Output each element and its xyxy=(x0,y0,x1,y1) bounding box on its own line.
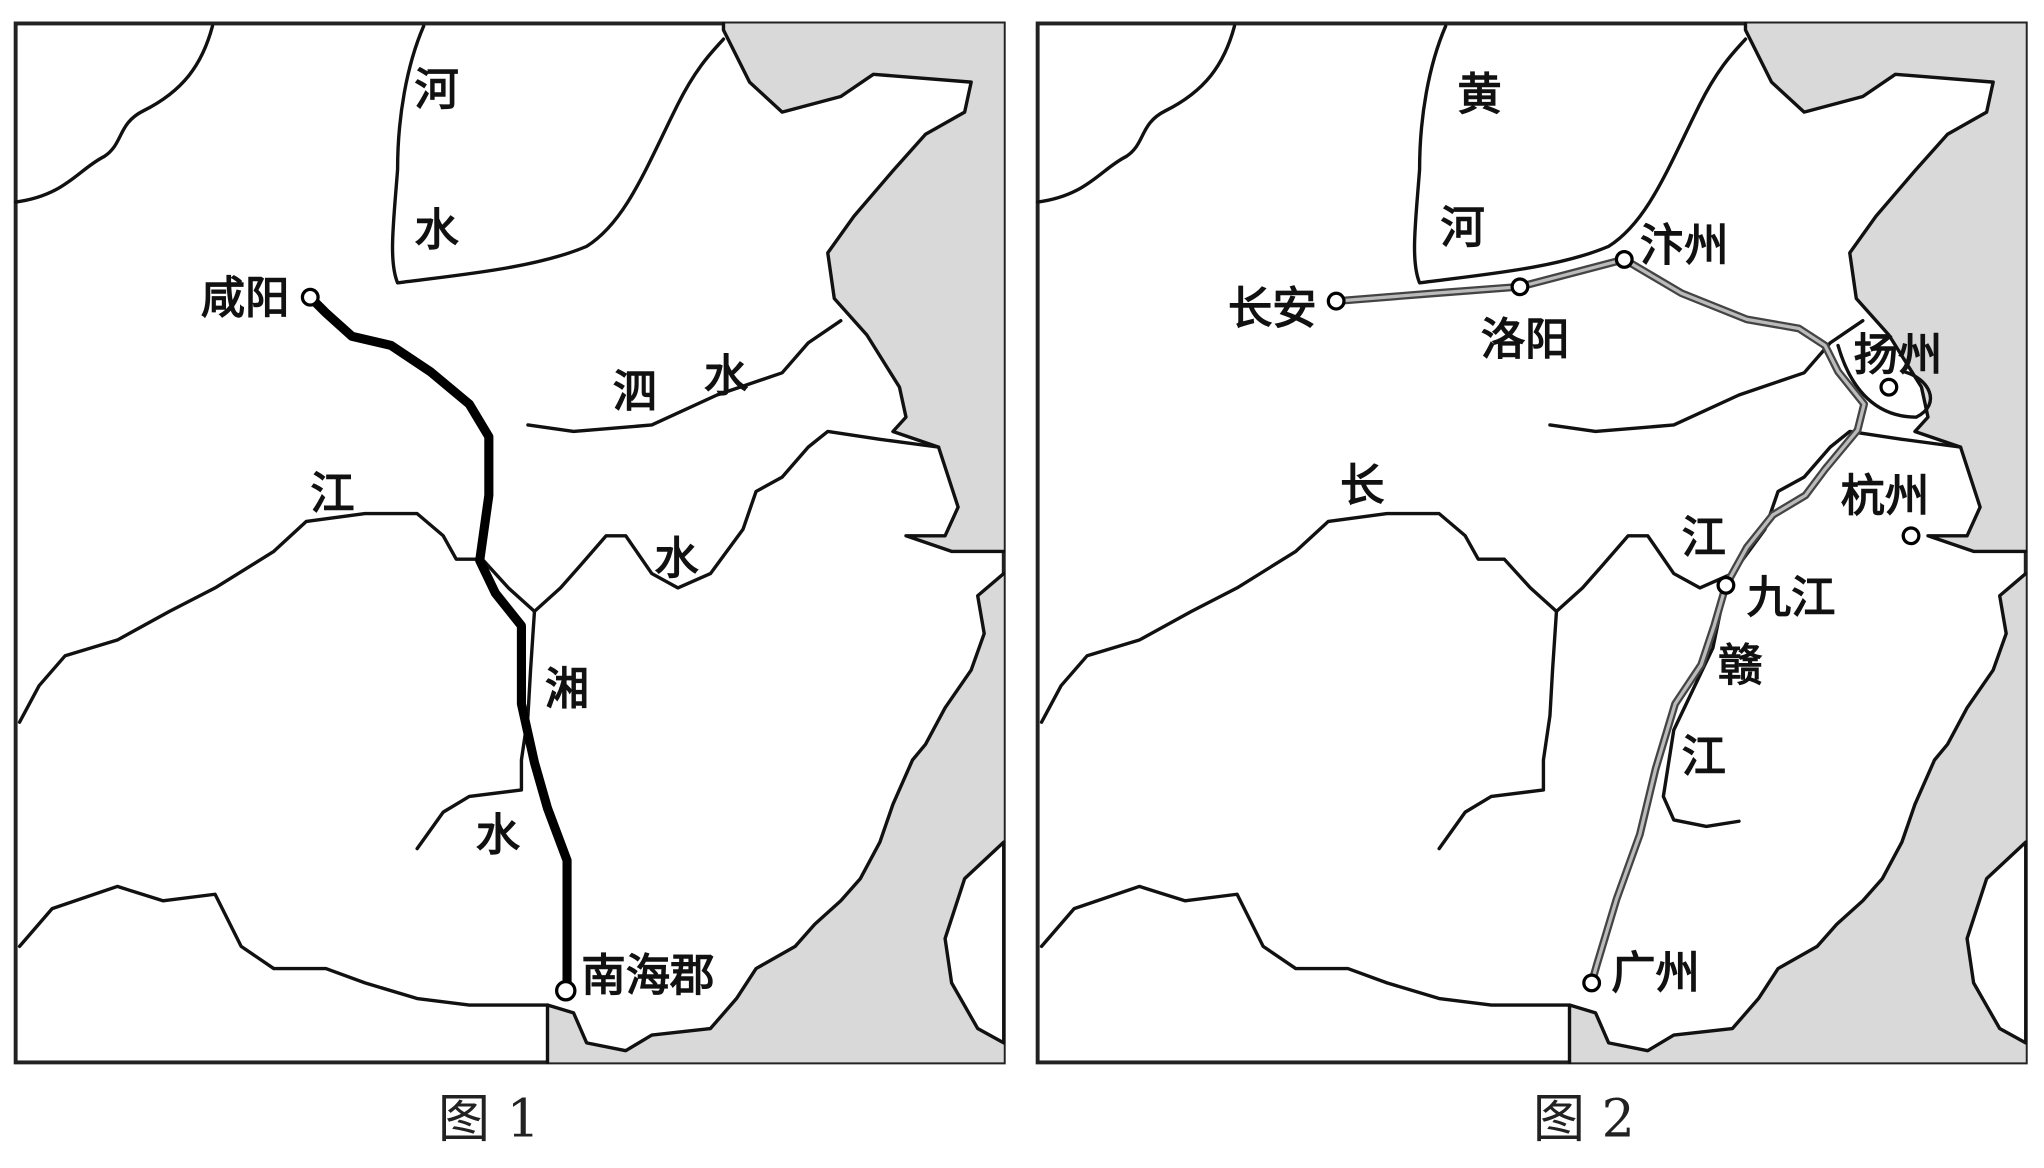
label-bianzhou: 汴州 xyxy=(1640,220,1729,272)
label-jiang-shui: 水 xyxy=(654,533,699,585)
city-marker-nanhai xyxy=(554,979,577,1002)
label-hangzhou: 杭州 xyxy=(1841,470,1930,522)
grand-canal-route xyxy=(1332,255,1869,987)
caption-figure-2: 图 2 xyxy=(1533,1090,1635,1150)
city-marker-luoyang xyxy=(1510,277,1530,297)
figure-1-map: 河 水 咸阳 泗 水 江 水 湘 水 南海郡 图 1 xyxy=(13,21,1006,1150)
label-luoyang: 洛阳 xyxy=(1481,314,1570,366)
qin-route-line xyxy=(305,292,572,993)
label-xiang-shui: 水 xyxy=(476,809,521,861)
label-nanhai: 南海郡 xyxy=(581,950,714,1002)
label-changan: 长安 xyxy=(1228,282,1317,334)
label-chang: 长 xyxy=(1340,460,1385,512)
city-marker-yangzhou xyxy=(1879,377,1899,397)
label-gan: 赣 xyxy=(1718,639,1763,691)
city-marker-changan xyxy=(1326,291,1346,311)
city-marker-bianzhou xyxy=(1614,249,1634,269)
base-map-2 xyxy=(1035,21,2028,1065)
label-si-shui: 水 xyxy=(704,350,749,402)
figure-2-map: 黄 河 汴州 长安 洛阳 扬州 长 杭州 江 九江 赣 江 广州 图 2 xyxy=(1035,21,2028,1150)
label-jiang-2: 江 xyxy=(1682,512,1726,564)
label-xianyang: 咸阳 xyxy=(201,272,290,324)
city-marker-guangzhou xyxy=(1582,973,1602,993)
label-si: 泗 xyxy=(613,366,657,418)
label-xiang: 湘 xyxy=(545,663,589,715)
label-jiang: 江 xyxy=(310,467,354,519)
city-marker-jiujiang xyxy=(1716,575,1736,595)
label-he-2: 河 xyxy=(1440,201,1484,253)
label-shui-north: 水 xyxy=(415,204,460,256)
label-jiujiang: 九江 xyxy=(1747,572,1836,624)
label-yangzhou: 扬州 xyxy=(1854,329,1943,381)
label-gan-jiang: 江 xyxy=(1682,731,1726,783)
caption-figure-1: 图 1 xyxy=(438,1090,540,1150)
label-huang: 黄 xyxy=(1457,69,1501,121)
yangzhou-bay xyxy=(1836,343,1933,419)
city-marker-hangzhou xyxy=(1901,526,1921,546)
label-guangzhou: 广州 xyxy=(1611,947,1700,999)
label-he: 河 xyxy=(415,63,459,115)
city-marker-xianyang xyxy=(300,287,320,307)
gan-river xyxy=(1661,583,1741,829)
base-map-1 xyxy=(13,21,1006,1065)
